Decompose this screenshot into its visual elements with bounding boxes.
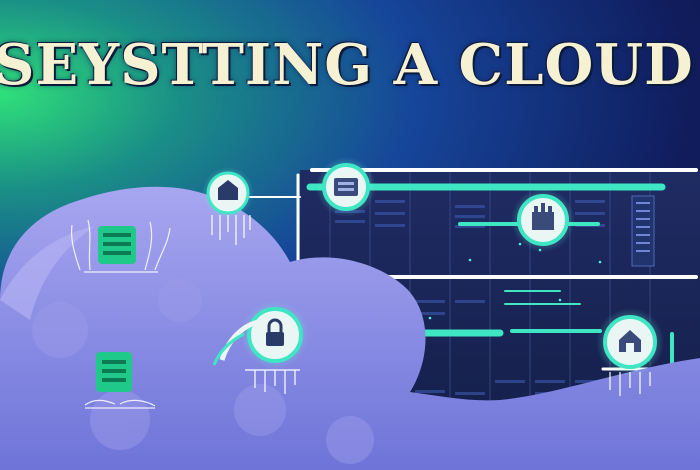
- home-icon: [596, 308, 664, 396]
- document-icon: [84, 352, 156, 409]
- cloud-shape: [0, 186, 700, 470]
- page-title: SEYSTTING A CLOUD SSETEER: [0, 32, 700, 98]
- network-icon: [631, 195, 655, 267]
- lock-icon: [212, 301, 309, 394]
- stack-icon: [202, 167, 254, 245]
- server-icon: [70, 219, 171, 273]
- server-rack-icon: [511, 188, 575, 252]
- server-icon-top: [316, 157, 376, 217]
